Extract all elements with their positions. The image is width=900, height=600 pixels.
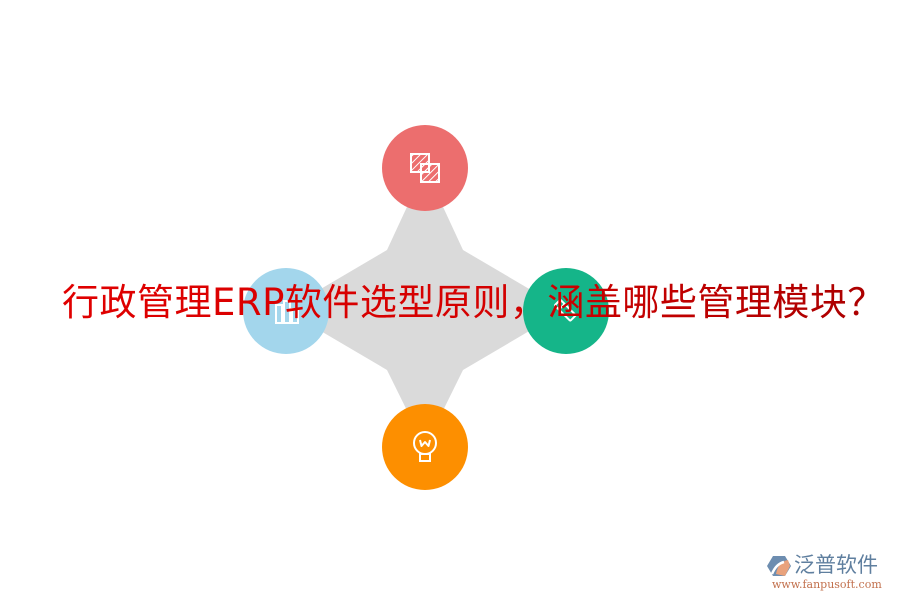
watermark-url: www.fanpusoft.com — [772, 578, 882, 591]
layers-hatched-icon — [410, 153, 440, 183]
fanpu-logo-icon — [767, 556, 791, 576]
lightbulb-icon — [413, 431, 437, 462]
node-top — [382, 125, 468, 211]
pencil-icon — [554, 299, 577, 322]
node-bottom — [382, 404, 468, 490]
watermark-brand: 泛普软件 — [794, 553, 878, 577]
watermark-logo: 泛普软件 www.fanpusoft.com — [766, 552, 896, 592]
node-right — [523, 268, 609, 354]
bar-chart-icon — [275, 300, 299, 324]
node-left — [243, 268, 329, 354]
page-title: 行政管理ERP软件选型原则，涵盖哪些管理模块？ — [62, 278, 900, 328]
